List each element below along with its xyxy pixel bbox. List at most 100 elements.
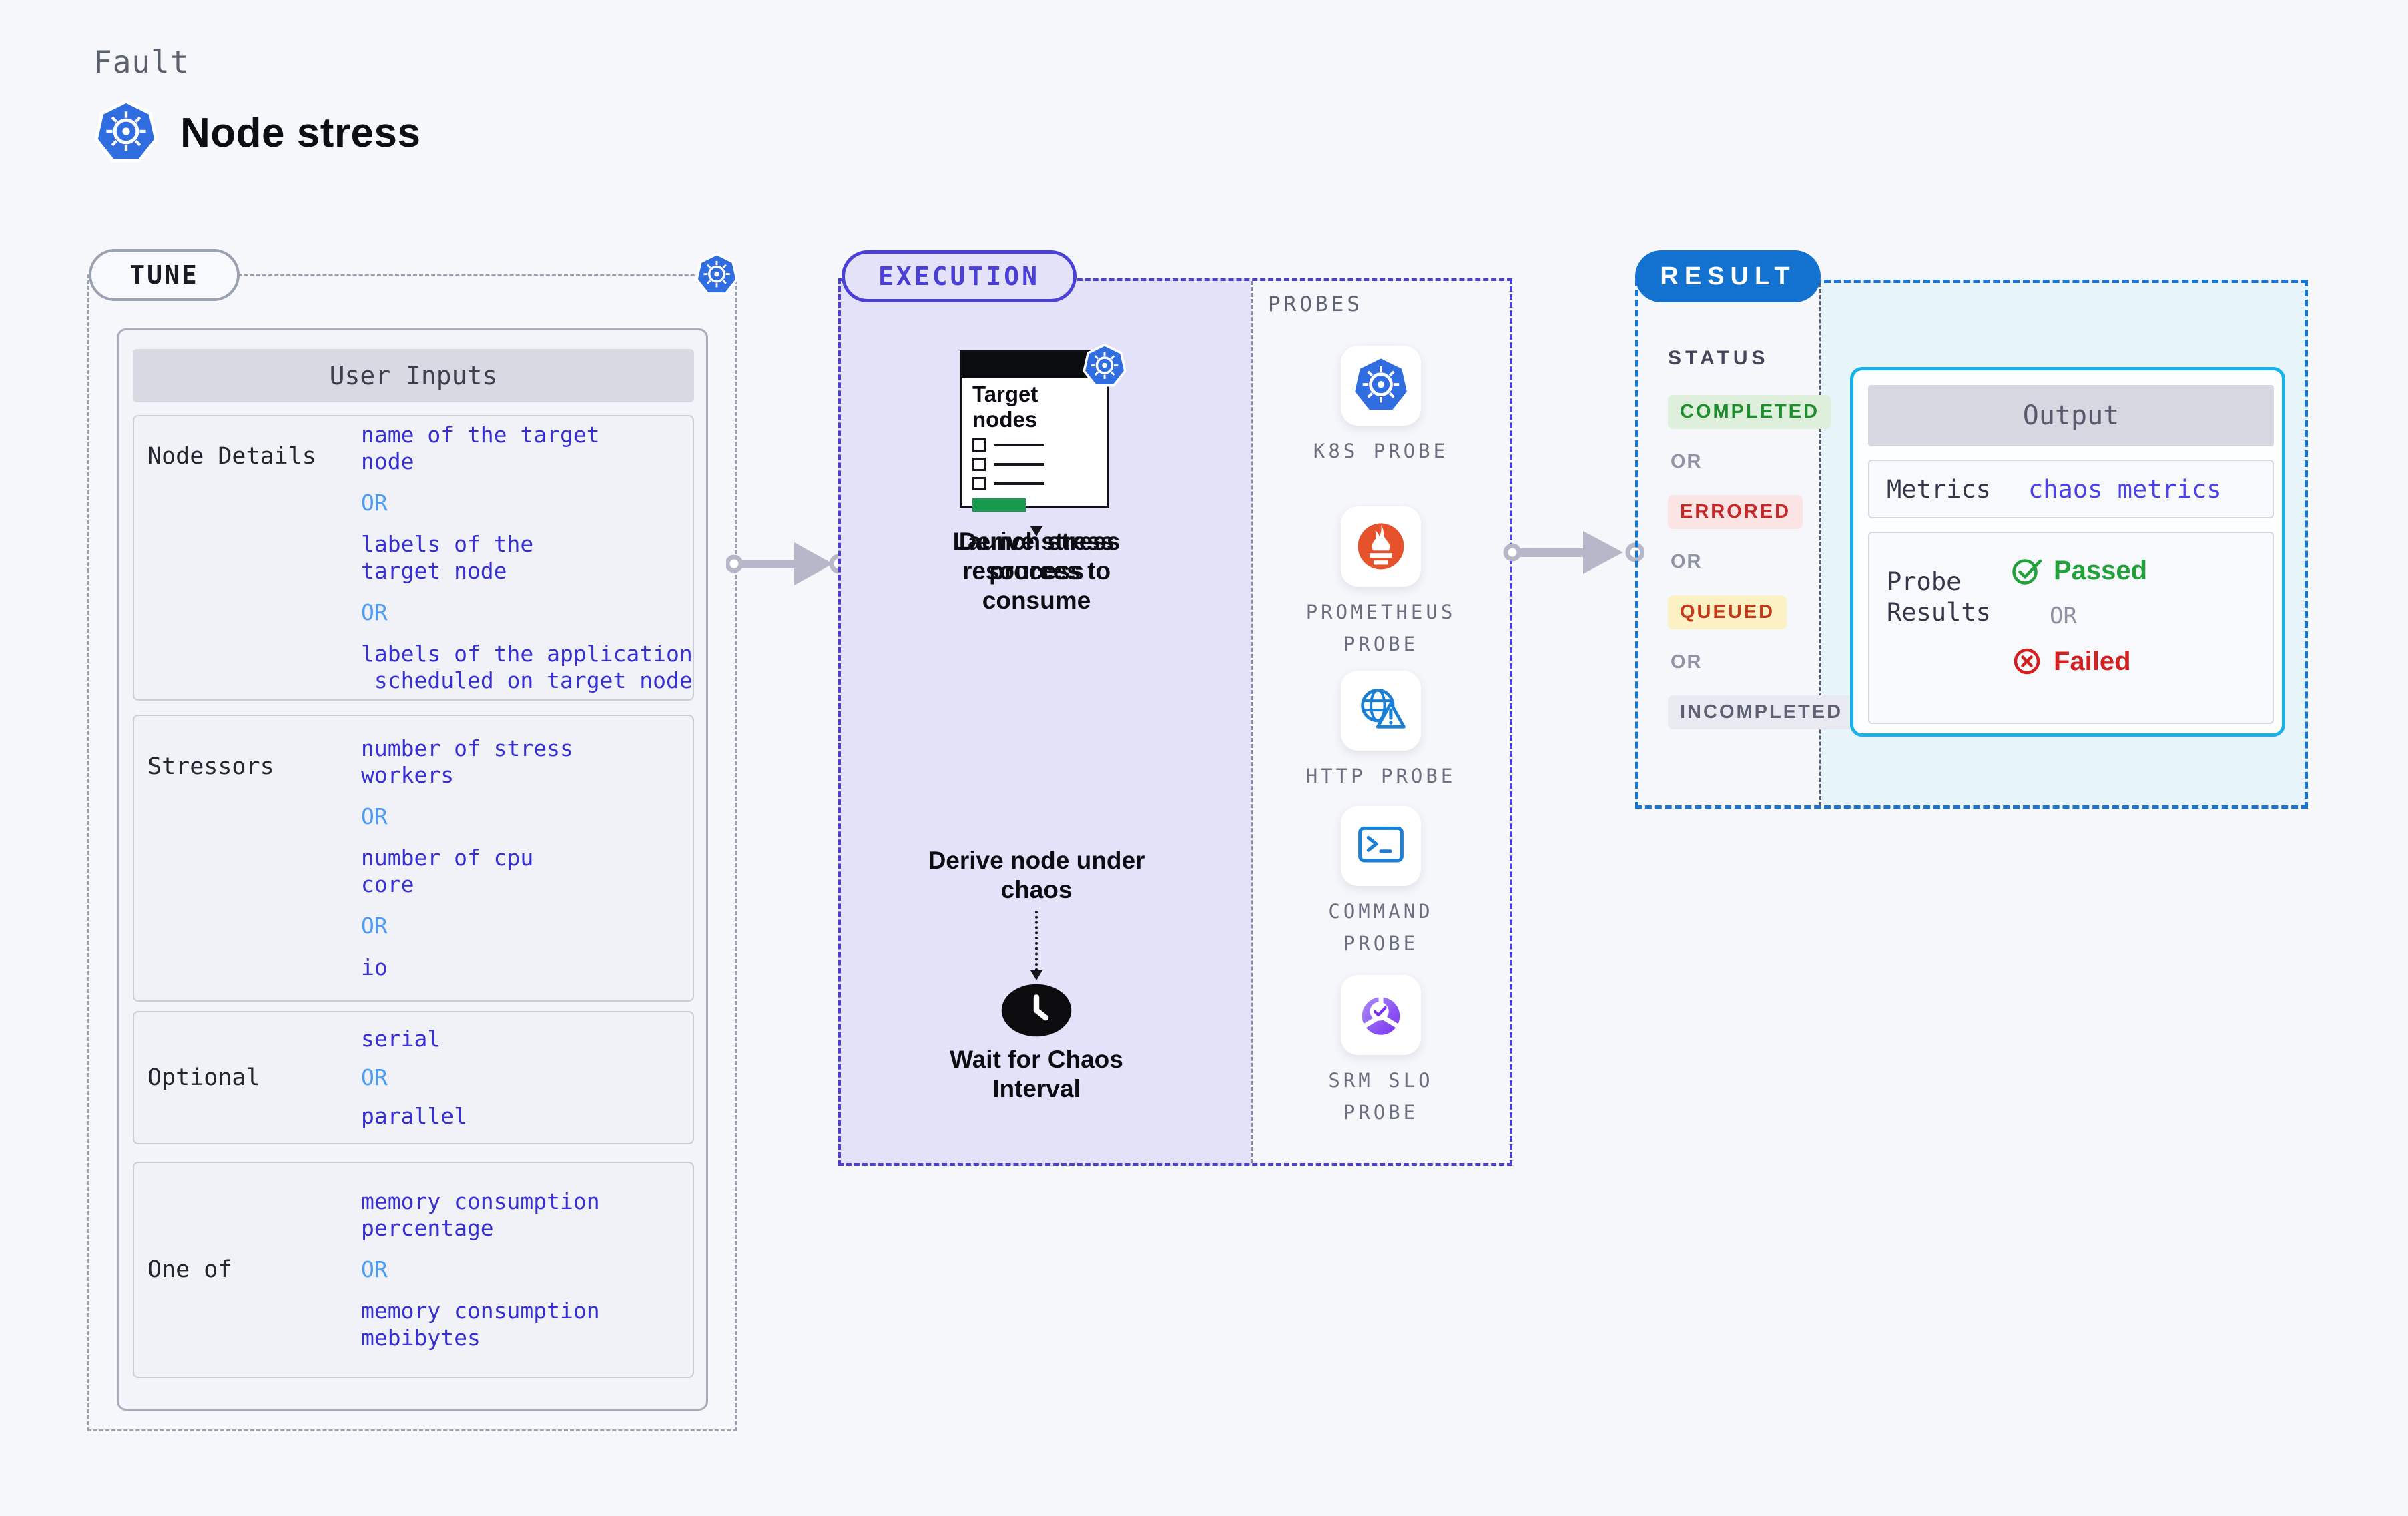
http-probe-icon [1349, 679, 1412, 742]
target-card-title: Target nodes [972, 382, 1038, 432]
input-value: labels of the target node [361, 531, 534, 584]
tune-section-label: TUNE [89, 249, 240, 301]
probe-card [1341, 671, 1421, 751]
chaos-metrics-link[interactable]: chaos metrics [2028, 474, 2222, 504]
metrics-row: Metrics chaos metrics [1868, 460, 2274, 518]
probe-card [1341, 806, 1421, 886]
flow-step: Derive node under chaos [928, 847, 1145, 903]
input-value: io [361, 954, 388, 980]
check-circle-icon [2012, 559, 2042, 585]
probe-item: HTTP PROBE [1301, 671, 1461, 792]
input-value: parallel [361, 1103, 467, 1129]
node-line [994, 444, 1044, 446]
page-header: Node stress [92, 99, 420, 167]
probe-label: COMMAND PROBE [1328, 900, 1434, 955]
execution-to-result-arrow [1503, 531, 1644, 574]
or-separator: OR [361, 490, 388, 516]
status-badge-incompleted: INCOMPLETED [1668, 695, 1855, 729]
probe-card [1341, 506, 1421, 587]
kubernetes-icon [1081, 343, 1128, 390]
probe-label: K8S PROBE [1313, 440, 1449, 462]
input-value: number of stress workers [361, 735, 573, 788]
srm-probe-icon [1349, 984, 1412, 1046]
user-inputs-title: User Inputs [133, 349, 694, 402]
status-badge-queued: QUEUED [1668, 595, 1787, 629]
tune-section [87, 274, 737, 1431]
or-separator: OR [361, 1064, 388, 1090]
command-probe-icon [1349, 815, 1412, 877]
output-title: Output [1868, 385, 2274, 446]
page-title: Node stress [180, 109, 421, 156]
probe-results-label: Probe Results [1887, 567, 1991, 627]
kubernetes-icon [92, 99, 160, 167]
probe-item: K8S PROBE [1301, 346, 1461, 467]
or-separator: OR [361, 803, 388, 829]
progress-bar [972, 498, 1026, 512]
input-value: number of cpu core [361, 845, 534, 897]
input-value: memory consumption mebibytes [361, 1298, 600, 1351]
user-inputs-card: User Inputs Node Details name of the tar… [117, 328, 708, 1411]
target-card-titlebar [962, 352, 1107, 378]
x-circle-icon [2014, 648, 2040, 675]
flow-step: Derive stress resources to consume [958, 528, 1115, 614]
or-separator: OR [361, 599, 388, 625]
input-category-label: Node Details [147, 443, 316, 470]
checkbox-icon [972, 477, 986, 490]
input-category-label: One of [147, 1256, 232, 1283]
node-list-item [972, 458, 1107, 471]
flow-arrow [1030, 911, 1042, 980]
or-separator: OR [1671, 551, 1703, 573]
input-category-label: Stressors [147, 753, 274, 780]
input-value: labels of the application scheduled on t… [361, 641, 693, 693]
probe-item: COMMAND PROBE [1301, 806, 1461, 960]
execution-section-label: EXECUTION [842, 250, 1077, 302]
passed-label: Passed [2054, 555, 2148, 585]
probe-item: SRM SLO PROBE [1301, 975, 1461, 1128]
kubernetes-icon [694, 252, 739, 298]
probe-results-row: Probe Results Passed OR Failed [1868, 532, 2274, 724]
input-category-label: Optional [147, 1064, 260, 1091]
passed-result: Passed [2011, 554, 2147, 587]
flow-step: Launch stress process [952, 528, 1121, 585]
input-value: memory consumption percentage [361, 1188, 600, 1241]
input-value: serial [361, 1026, 441, 1052]
probe-label: SRM SLO PROBE [1328, 1069, 1434, 1124]
k8s-probe-icon [1349, 354, 1412, 417]
target-nodes-card: Target nodes [960, 350, 1109, 512]
or-separator: OR [361, 913, 388, 939]
output-card: Output Metrics chaos metrics Probe Resul… [1850, 367, 2285, 737]
or-separator: OR [1671, 451, 1703, 472]
status-badge-completed: COMPLETED [1668, 395, 1832, 429]
or-separator: OR [2050, 603, 2077, 629]
flow-step-wait: Wait for Chaos Interval [950, 1046, 1123, 1102]
probes-column-title: PROBES [1268, 292, 1363, 316]
node-line [994, 463, 1044, 466]
probe-item: PROMETHEUS PROBE [1301, 506, 1461, 660]
status-title: STATUS [1668, 347, 1769, 369]
checkbox-icon [972, 458, 986, 471]
result-section-label: RESULT [1635, 250, 1821, 302]
probe-label: PROMETHEUS PROBE [1305, 601, 1456, 655]
probe-results-values: Passed OR Failed [2011, 533, 2147, 723]
execution-section [838, 278, 1512, 1166]
clock-icon [998, 982, 1075, 1038]
node-list-item [972, 438, 1107, 452]
fault-kicker: Fault [93, 44, 190, 80]
tune-to-execution-arrow [726, 542, 848, 585]
input-value: name of the target node [361, 422, 600, 474]
result-section [1635, 280, 2308, 809]
node-line [994, 482, 1044, 485]
probe-card [1341, 975, 1421, 1055]
or-separator: OR [361, 1256, 388, 1282]
probes-divider [1251, 281, 1253, 1163]
probe-label: HTTP PROBE [1305, 765, 1456, 787]
execution-flow: Wait for Chaos Interval Derive node unde… [926, 526, 1147, 1128]
